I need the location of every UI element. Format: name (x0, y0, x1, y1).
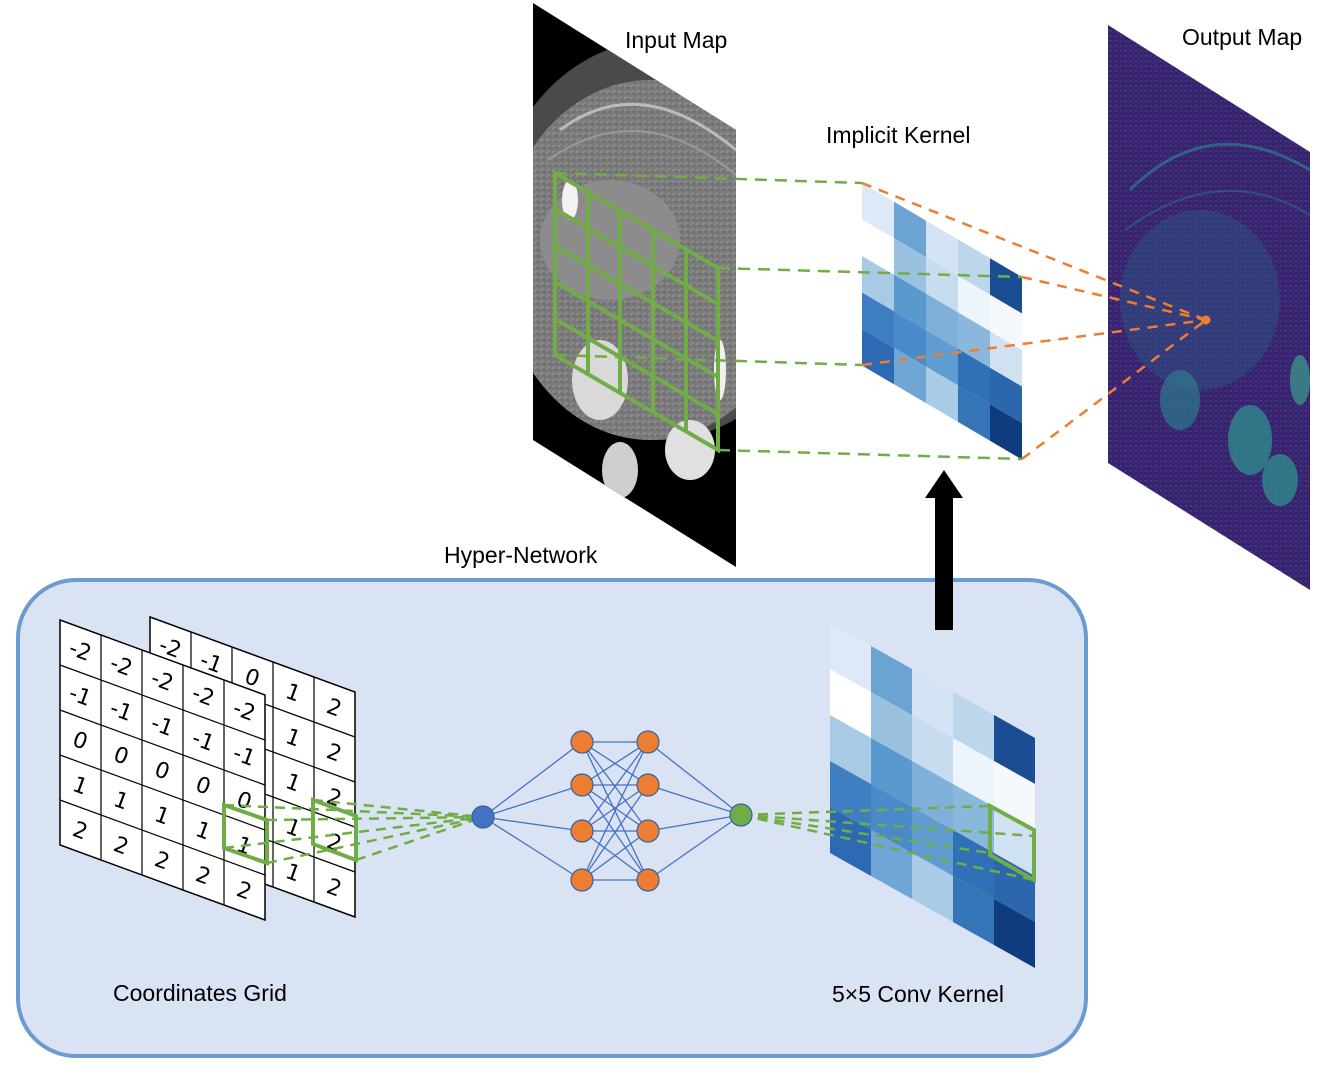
network-edge (581, 784, 649, 832)
implicit-kernel (862, 183, 1022, 460)
implicit-kernel-cell (894, 311, 926, 367)
hyper-network-label: Hyper-Network (444, 542, 598, 568)
network-edge (581, 741, 649, 832)
implicit-kernel-cell (958, 312, 990, 368)
network-hidden-node (570, 730, 594, 754)
network-hidden-node (636, 819, 660, 843)
coord-front-divider (59, 709, 266, 786)
conv-kernel-highlight (988, 802, 1036, 884)
coordinates-grid-label: Coordinates Grid (113, 980, 287, 1006)
network-hidden-node (570, 773, 594, 797)
implicit-kernel-label: Implicit Kernel (826, 122, 970, 148)
coord-front-divider (59, 754, 266, 831)
implicit-kernel-cell (958, 239, 990, 295)
implicit-kernel-cell (894, 201, 926, 258)
input-map (533, 3, 736, 567)
kernel-up-arrow (925, 470, 963, 630)
network-edge (647, 741, 742, 816)
network-edge (482, 816, 583, 881)
network-edge (482, 784, 583, 818)
implicit-kernel-cell (862, 329, 894, 385)
output-map (1108, 25, 1310, 590)
network-edge (581, 784, 649, 881)
network-to-kernel-links (740, 804, 1035, 882)
implicit-kernel-cell (926, 366, 958, 422)
implicit-kernel-cell (894, 347, 926, 404)
implicit-kernel-cell (894, 274, 926, 331)
conv-kernel-cell (953, 876, 994, 945)
output-map-label: Output Map (1182, 24, 1302, 50)
network-hidden-node (636, 730, 660, 754)
conv-kernel-label: 5×5 Conv Kernel (832, 981, 1004, 1007)
implicit-kernel-cell (862, 219, 894, 275)
conv-kernel-cell (912, 853, 953, 922)
input-to-kernel-links (554, 171, 1023, 461)
network-edge (647, 784, 742, 816)
network-edge (581, 741, 649, 786)
network-hidden-node (570, 819, 594, 843)
implicit-kernel-cell (990, 404, 1022, 460)
input-sampling-grid (553, 169, 720, 454)
implicit-kernel-cell (926, 220, 958, 276)
network-hidden-node (636, 773, 660, 797)
implicit-kernel-cell (862, 256, 894, 312)
hyper-network-mlp (471, 730, 753, 892)
kernel-to-output-links (861, 181, 1207, 460)
grid-to-network-links (223, 798, 484, 865)
network-edge (647, 814, 742, 832)
network-hidden-node (570, 868, 594, 892)
conv-kernel-cell (994, 899, 1035, 968)
implicit-kernel-cell (990, 331, 1022, 387)
network-hidden-node (636, 868, 660, 892)
implicit-kernel-cell (990, 367, 1022, 423)
implicit-kernel-cell (862, 292, 894, 348)
conv-kernel (830, 623, 1035, 968)
implicit-kernel-cell (894, 238, 926, 294)
implicit-kernel-cell (926, 330, 958, 386)
network-input-node (471, 805, 495, 829)
network-edge (647, 814, 742, 881)
coord-front-frame (59, 618, 266, 922)
implicit-kernel-cell (990, 258, 1022, 314)
coord-front-divider (59, 799, 266, 876)
implicit-kernel-cell (926, 293, 958, 349)
network-edge (482, 816, 583, 832)
implicit-kernel-cell (862, 183, 894, 239)
network-edge (581, 741, 649, 881)
network-edge (482, 741, 583, 818)
coord-front-divider (59, 664, 266, 741)
implicit-kernel-cell (958, 385, 990, 441)
implicit-kernel-cell (926, 257, 958, 313)
implicit-kernel-cell (958, 348, 990, 405)
implicit-kernel-cell (958, 275, 990, 332)
implicit-kernel-cell (990, 294, 1022, 350)
output-point (1201, 315, 1211, 325)
input-map-label: Input Map (625, 27, 727, 53)
network-edge (581, 830, 649, 881)
